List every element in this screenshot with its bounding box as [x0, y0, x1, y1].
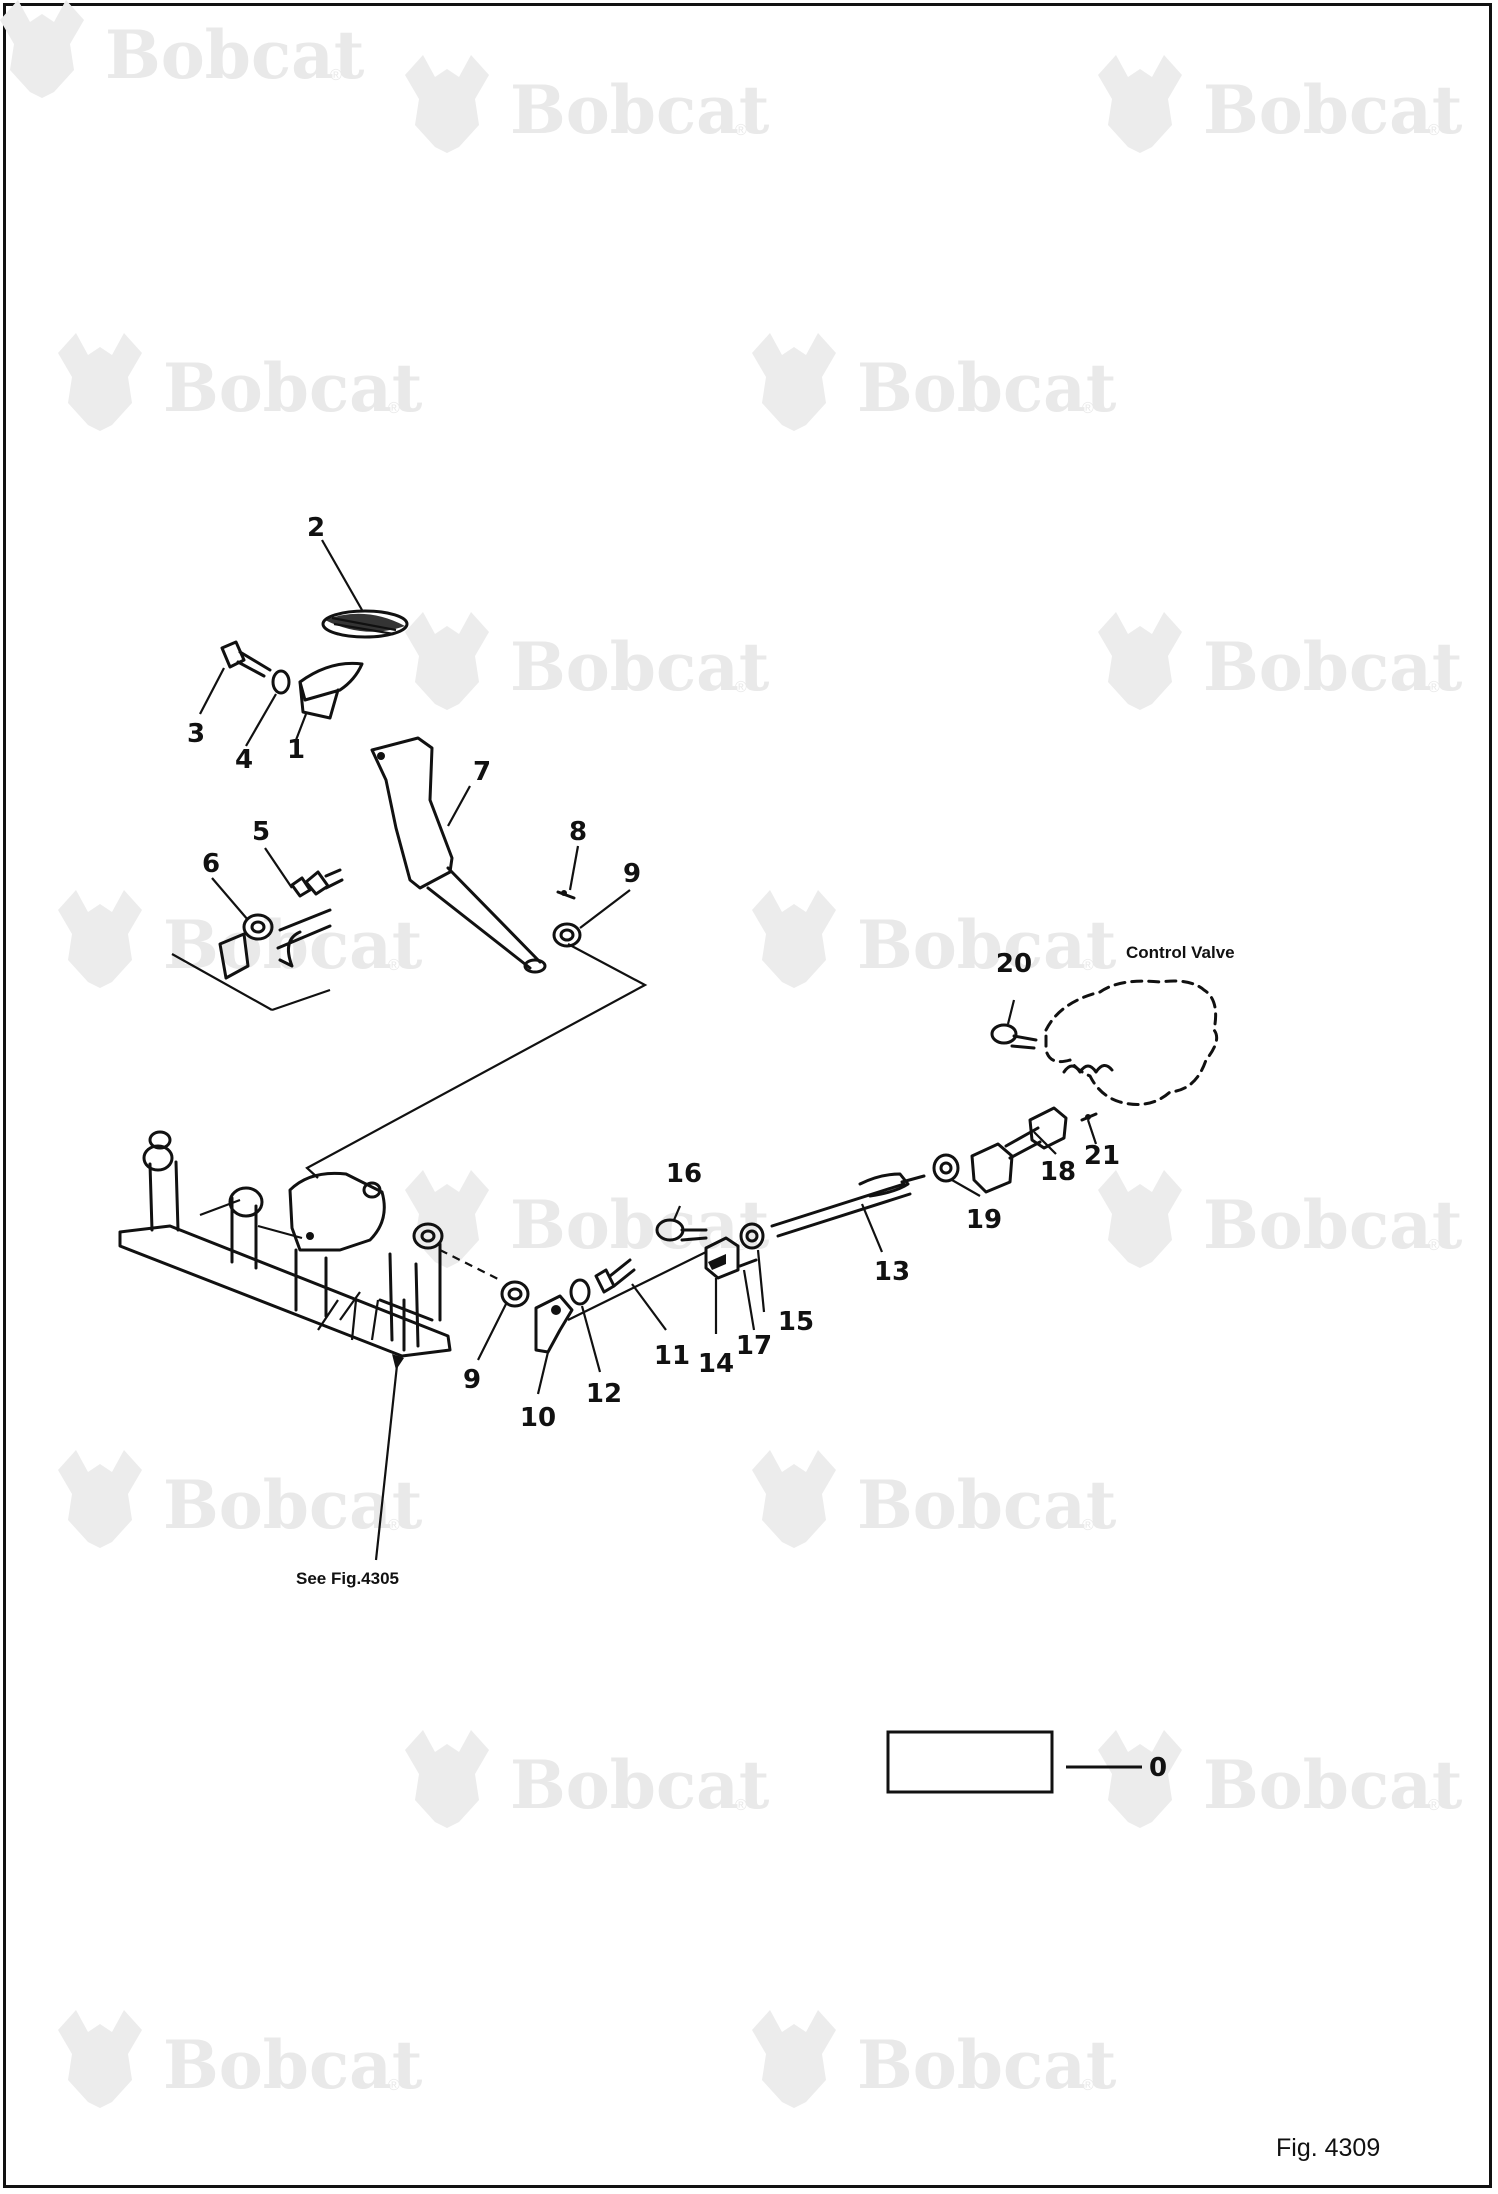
- bracket-upper: [171, 908, 332, 1012]
- callout-9-lower: 9: [463, 1365, 481, 1395]
- legend-label: 0: [1149, 1753, 1167, 1783]
- see-fig-arrow-line: [374, 1355, 400, 1561]
- callout-11: 11: [654, 1341, 690, 1371]
- bolt-5: [290, 868, 344, 898]
- joint-14: [704, 1236, 740, 1280]
- callout-13: 13: [874, 1257, 910, 1287]
- dashed-centerline: [439, 1249, 501, 1281]
- pedal-pad: [321, 609, 409, 639]
- callout-14: 14: [698, 1349, 734, 1379]
- watermark-registered-mark: ®: [330, 67, 342, 84]
- watermark-brand: Bobcat: [105, 16, 365, 94]
- control-valve-note: Control Valve: [1126, 943, 1235, 962]
- callout-10: 10: [520, 1403, 556, 1433]
- rod-13: [770, 1172, 926, 1238]
- callout-4: 4: [235, 745, 253, 775]
- watermark-copies: [58, 55, 1463, 2108]
- bolt-20: [990, 1023, 1038, 1050]
- callout-20: 20: [996, 949, 1032, 979]
- base-plate: [118, 1130, 452, 1358]
- rod-link-line: [567, 1251, 707, 1321]
- callout-16: 16: [666, 1159, 702, 1189]
- callout-19: 19: [966, 1205, 1002, 1235]
- nut-15: [739, 1222, 765, 1250]
- callout-labels: 2 3 4 1 7 5 6 8 9 9 10 12 11 16 14 17 15…: [187, 513, 1120, 1433]
- legend-box: [886, 1730, 1054, 1794]
- nut-6: [242, 913, 274, 941]
- callout-leaders: [199, 539, 1098, 1395]
- bolt-3: [220, 640, 272, 678]
- callout-2: 2: [307, 513, 325, 543]
- bolt-11: [594, 1258, 636, 1294]
- bolt-16: [655, 1218, 708, 1242]
- arrow-head: [392, 1354, 404, 1370]
- lever-10: [534, 1294, 574, 1354]
- bobcat-watermark: Bobcat ®: [0, 0, 365, 98]
- watermark-layer: Bobcat ®: [0, 0, 365, 98]
- callout-9-upper: 9: [623, 859, 641, 889]
- bushing-9-lower: [500, 1280, 530, 1308]
- clevis-18: [970, 1106, 1068, 1194]
- page-border: [3, 3, 1492, 2188]
- bushing-9-upper: [552, 922, 582, 948]
- control-valve-outline: [1044, 979, 1219, 1106]
- figure-label: Fig. 4309: [1276, 2134, 1380, 2162]
- pin-21: [1080, 1112, 1098, 1122]
- pedal-lever-7: [370, 736, 547, 974]
- callout-5: 5: [252, 817, 270, 847]
- assembly-link-line: [305, 943, 648, 1179]
- callout-15: 15: [778, 1307, 814, 1337]
- callout-8: 8: [569, 817, 587, 847]
- nut-19: [932, 1153, 960, 1183]
- callout-12: 12: [586, 1379, 622, 1409]
- callout-7: 7: [473, 757, 491, 787]
- callout-1: 1: [287, 735, 305, 765]
- callout-18: 18: [1040, 1157, 1076, 1187]
- pin-17: [738, 1258, 758, 1268]
- bobcat-logo-icon: [0, 0, 84, 98]
- see-figure-note: See Fig.4305: [296, 1569, 399, 1588]
- callout-6: 6: [202, 849, 220, 879]
- washer-12: [569, 1278, 591, 1306]
- callout-3: 3: [187, 719, 205, 749]
- callout-17: 17: [736, 1331, 772, 1361]
- legend: 0: [886, 1730, 1167, 1794]
- washer-4: [271, 669, 291, 695]
- pin-8: [556, 890, 576, 900]
- pedal: [298, 661, 364, 720]
- callout-21: 21: [1084, 1141, 1120, 1171]
